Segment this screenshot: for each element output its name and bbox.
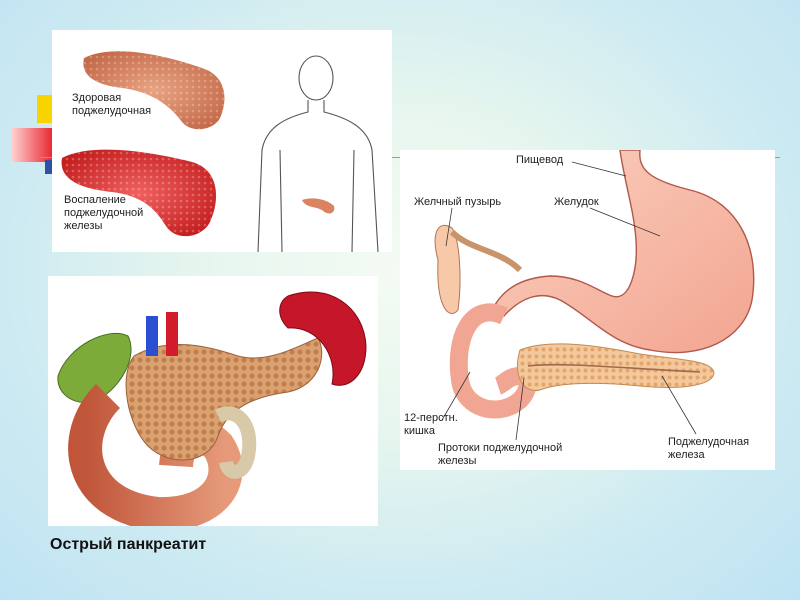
stomach-pancreas-diagram [434, 150, 755, 441]
acute-pancreatitis-illustration [57, 291, 367, 526]
duodenum-label: 12-перстн. кишка [404, 412, 458, 437]
slide-caption: Острый панкреатит [50, 536, 207, 553]
gallbladder-label: Желчный пузырь [414, 196, 502, 208]
duodenum-shape [449, 303, 537, 419]
pancreatic-duct [527, 363, 701, 373]
esophagus-label: Пищевод [516, 154, 564, 166]
pancreas-label: Поджелудочная железа [668, 436, 750, 461]
pancreas-comparison-illustration [61, 51, 379, 252]
pancreatic-ducts-label: Протоки поджелудочной железы [438, 442, 563, 467]
silhouette-pancreas-mark [302, 198, 335, 214]
deco-yellow-block [37, 95, 55, 123]
gallbladder-shape [434, 224, 461, 314]
blood-vessel-blue [146, 316, 158, 356]
inflamed-pancreas-label: Воспаление поджелудочной железы [64, 194, 144, 232]
healthy-pancreas-label: Здоровая поджелудочная [72, 92, 152, 117]
stomach-shape [488, 150, 755, 354]
small-intestine-shape [214, 406, 257, 479]
pancreas-body [125, 337, 323, 461]
healthy-vs-inflamed-panel: Здоровая поджелудочная Воспаление поджел… [52, 30, 392, 252]
acute-pancreatitis-illustration-panel [48, 276, 378, 526]
blood-vessel-red [166, 312, 178, 356]
spleen-shape [279, 291, 367, 386]
human-silhouette [257, 55, 379, 252]
deco-blue-block [45, 160, 55, 174]
deco-red-block [12, 128, 54, 162]
digestive-anatomy-panel: Пищевод Желчный пузырь Желудок 12-перстн… [400, 150, 775, 470]
stomach-label: Желудок [554, 196, 599, 208]
gallbladder-shape [57, 332, 132, 404]
